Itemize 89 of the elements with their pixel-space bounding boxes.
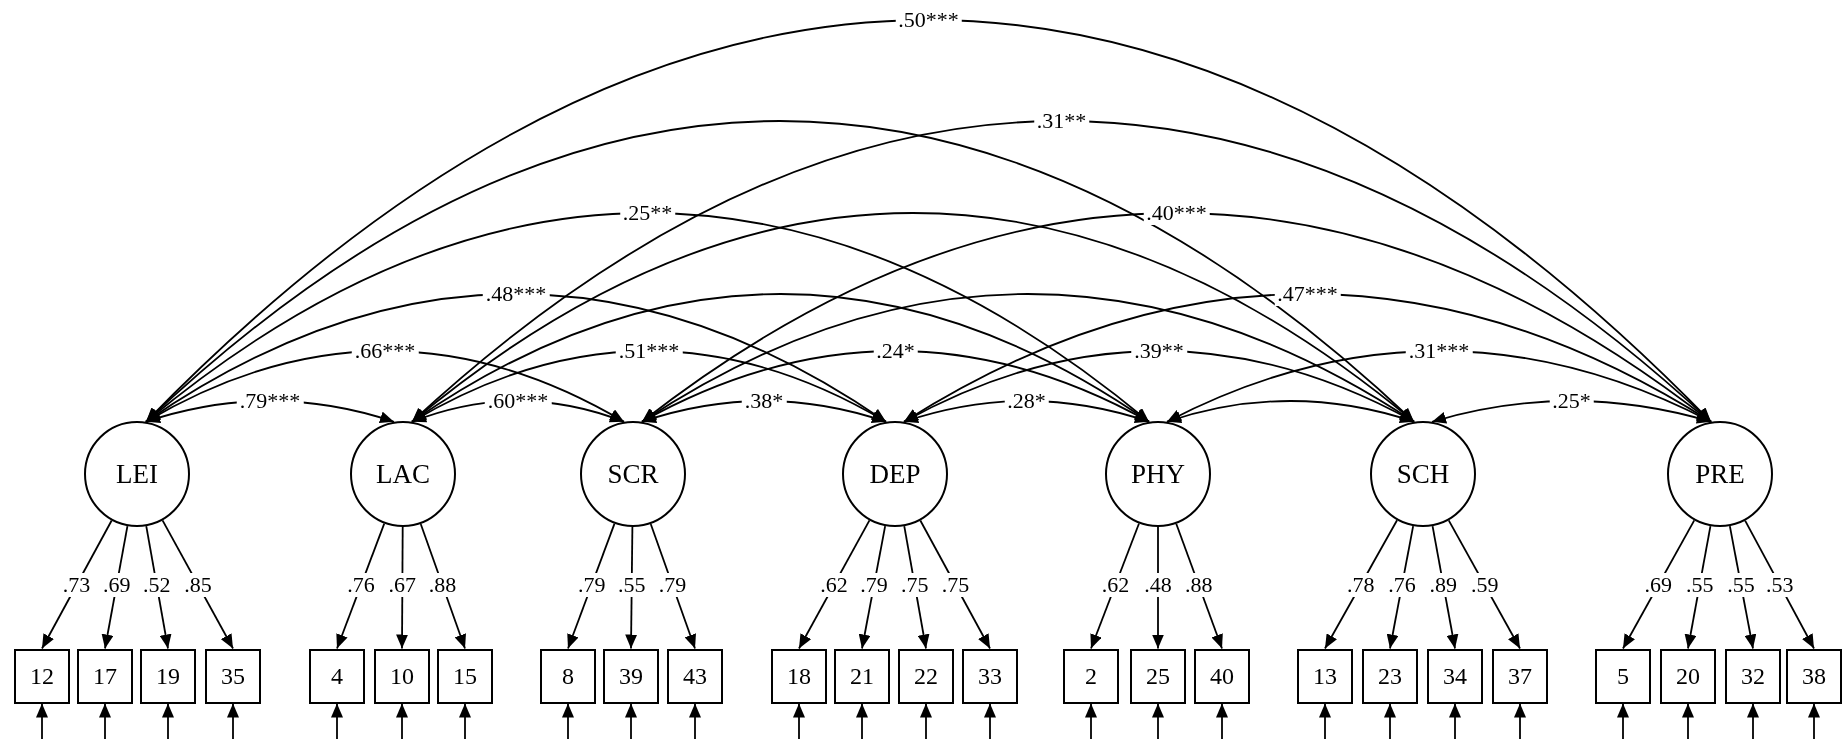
- latent-variable-circle: LEI: [84, 421, 190, 527]
- error-arrow: [562, 702, 574, 740]
- correlation-arrow: [903, 350, 1415, 423]
- indicator-box: 21: [834, 648, 890, 704]
- indicator-box: 8: [540, 648, 596, 704]
- indicator-box: 32: [1725, 648, 1781, 704]
- error-arrow: [36, 702, 48, 740]
- indicator-box: 25: [1130, 648, 1186, 704]
- indicator-box: 37: [1492, 648, 1548, 704]
- error-arrow: [1617, 702, 1629, 740]
- edge-label: .79: [576, 573, 607, 597]
- indicator-box: 12: [14, 648, 70, 704]
- error-arrow: [396, 702, 408, 740]
- error-arrow: [1449, 702, 1461, 740]
- edge-label: .69: [1643, 573, 1674, 597]
- latent-variable-circle: PHY: [1105, 421, 1211, 527]
- error-arrow: [689, 702, 701, 740]
- edge-label: .59: [1469, 573, 1500, 597]
- edge-label: .88: [427, 573, 458, 597]
- error-arrow: [984, 702, 996, 740]
- indicator-box: 13: [1297, 648, 1353, 704]
- error-arrow: [1384, 702, 1396, 740]
- edge-label: .53: [1765, 573, 1795, 597]
- correlation-arrow: [641, 212, 1712, 423]
- edge-label: .79: [859, 573, 889, 597]
- edge-label: .89: [1428, 573, 1459, 597]
- indicator-box: 43: [667, 648, 723, 704]
- latent-variable-circle: LAC: [350, 421, 456, 527]
- edge-label: .62: [1100, 573, 1131, 597]
- indicator-box: 35: [205, 648, 261, 704]
- edge-label: .55: [616, 573, 647, 597]
- indicator-box: 39: [603, 648, 659, 704]
- indicator-box: 2: [1063, 648, 1119, 704]
- indicator-box: 4: [309, 648, 365, 704]
- edge-label: .52: [141, 573, 172, 597]
- error-arrow: [1216, 702, 1228, 740]
- indicator-box: 15: [437, 648, 493, 704]
- edge-label: .78: [1345, 573, 1376, 597]
- edge-label: .76: [1387, 573, 1417, 597]
- edge-label: .75: [899, 573, 930, 597]
- correlation-arrow: [641, 350, 1150, 423]
- error-arrow: [856, 702, 868, 740]
- latent-variable-circle: SCH: [1370, 421, 1476, 527]
- error-arrow: [227, 702, 239, 740]
- indicator-box: 34: [1427, 648, 1483, 704]
- latent-variable-circle: SCR: [580, 421, 686, 527]
- error-arrow: [459, 702, 471, 740]
- error-arrow: [1514, 702, 1526, 740]
- error-arrow: [920, 702, 932, 740]
- edge-label: .48: [1143, 573, 1173, 597]
- indicator-box: 23: [1362, 648, 1418, 704]
- indicator-box: 38: [1786, 648, 1842, 704]
- edge-label: .55: [1684, 573, 1715, 597]
- error-arrow: [1808, 702, 1820, 740]
- error-arrow: [1152, 702, 1164, 740]
- latent-variable-circle: DEP: [842, 421, 948, 527]
- correlation-arrow: [411, 120, 1712, 423]
- indicator-box: 17: [77, 648, 133, 704]
- error-arrow: [162, 702, 174, 740]
- indicator-box: 5: [1595, 648, 1651, 704]
- edge-label: .73: [61, 573, 92, 597]
- error-arrow: [625, 702, 637, 740]
- edge-label: .62: [819, 573, 849, 597]
- correlation-arrow: [903, 293, 1712, 423]
- error-arrow: [1747, 702, 1759, 740]
- latent-variable-circle: PRE: [1667, 421, 1773, 527]
- indicator-box: 20: [1660, 648, 1716, 704]
- indicator-box: 33: [962, 648, 1018, 704]
- error-arrow: [1319, 702, 1331, 740]
- edge-label: .67: [387, 573, 418, 597]
- edge-label: .75: [940, 573, 971, 597]
- edge-label: .79: [657, 573, 688, 597]
- error-arrow: [1085, 702, 1097, 740]
- correlation-arrow: [1166, 350, 1712, 423]
- edge-label: .76: [346, 573, 376, 597]
- error-arrow: [1682, 702, 1694, 740]
- correlation-arrow: [145, 19, 1712, 423]
- error-arrow: [331, 702, 343, 740]
- edge-label: .55: [1726, 573, 1756, 597]
- error-arrow: [793, 702, 805, 740]
- indicator-box: 10: [374, 648, 430, 704]
- edge-label: .88: [1183, 573, 1214, 597]
- indicator-box: 19: [140, 648, 196, 704]
- indicator-box: 40: [1194, 648, 1250, 704]
- edge-label: .69: [101, 573, 132, 597]
- indicator-box: 22: [898, 648, 954, 704]
- error-arrow: [99, 702, 111, 740]
- indicator-box: 18: [771, 648, 827, 704]
- edge-label: .85: [183, 573, 213, 597]
